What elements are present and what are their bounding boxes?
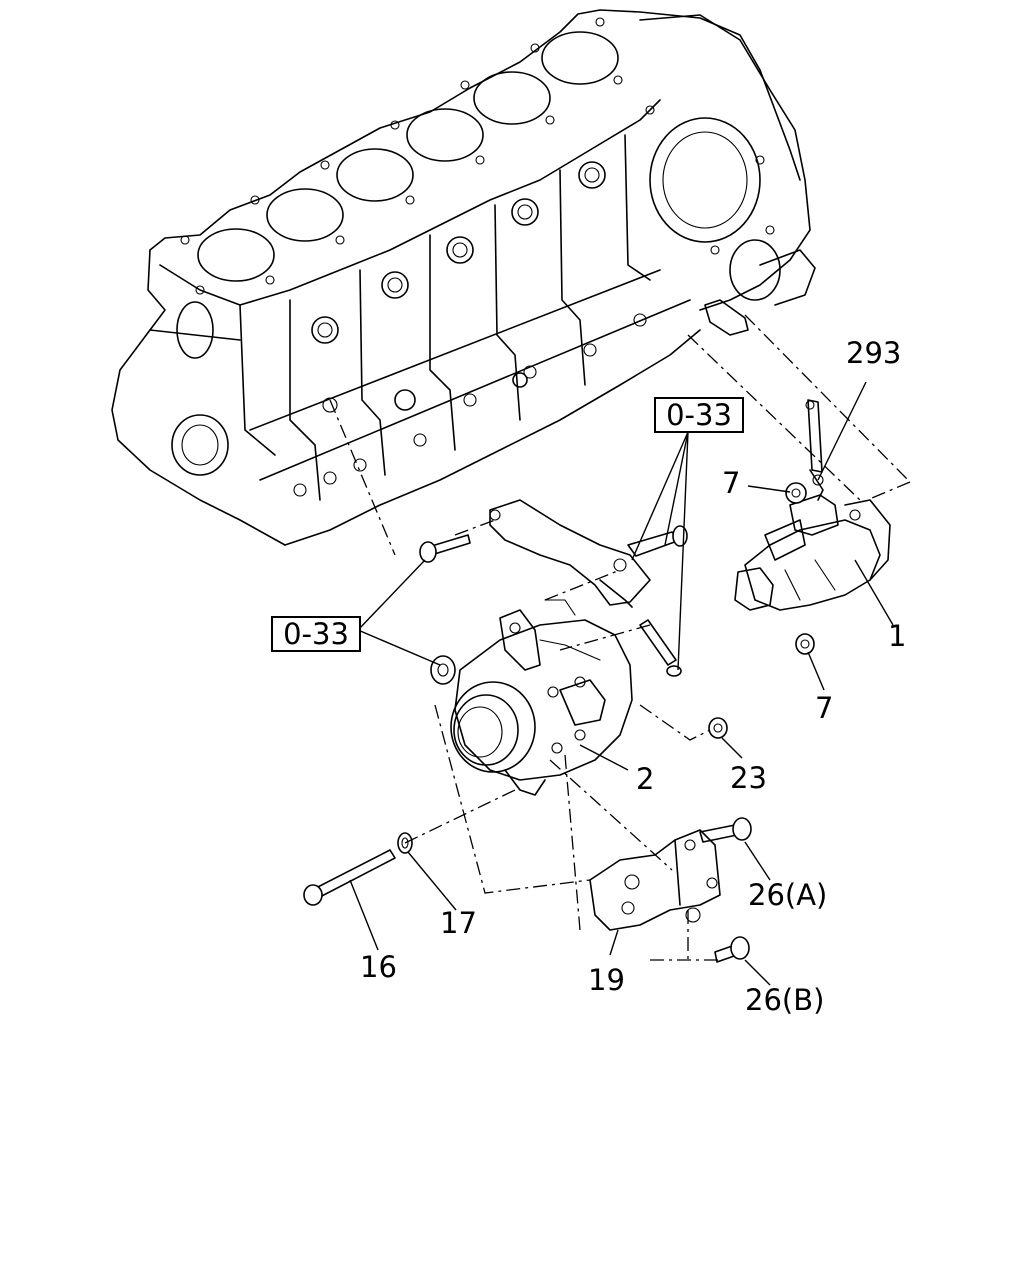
reference-box-left[interactable]: 0-33 [271, 616, 361, 652]
bolt-16 [303, 849, 396, 906]
callout-26b[interactable]: 26(B) [745, 983, 824, 1017]
callout-26a[interactable]: 26(A) [748, 878, 827, 912]
callout-23[interactable]: 23 [730, 761, 767, 795]
pipe-293 [805, 399, 824, 501]
callout-7-upper[interactable]: 7 [722, 466, 740, 500]
alternator-lower-bracket [589, 829, 721, 931]
rear-flange [639, 14, 816, 311]
engine-block [111, 9, 816, 546]
front-bores [171, 301, 229, 476]
callout-2[interactable]: 2 [636, 762, 654, 796]
callout-19[interactable]: 19 [588, 963, 625, 997]
bolt-26a [699, 817, 752, 843]
callout-1[interactable]: 1 [888, 619, 906, 653]
reference-label-upper: 0-33 [666, 398, 732, 432]
callout-16[interactable]: 16 [360, 950, 397, 984]
callout-293[interactable]: 293 [846, 336, 901, 370]
reference-box-upper[interactable]: 0-33 [654, 397, 744, 433]
block-side-ribs [149, 134, 691, 501]
assembly-lines [329, 314, 911, 961]
freeze-plugs [311, 161, 606, 411]
flange-nut [430, 655, 456, 685]
nut-7-upper [785, 482, 807, 504]
callout-7-lower[interactable]: 7 [815, 691, 833, 725]
alternator [450, 599, 633, 796]
bolt-26b [714, 936, 750, 963]
cylinder-bores [197, 31, 619, 282]
deck-bolt-holes [180, 17, 623, 295]
starter-motor [734, 494, 891, 611]
leader-lines [349, 381, 894, 986]
alternator-upper-bracket [489, 499, 651, 608]
skirt-bolts [293, 313, 647, 497]
nut-7-lower [795, 633, 815, 655]
reference-label-left: 0-33 [283, 617, 349, 651]
bracket-bolt-upper [419, 525, 688, 563]
bracket-stud [639, 619, 682, 677]
nut-23 [708, 717, 728, 739]
callout-17[interactable]: 17 [440, 906, 477, 940]
